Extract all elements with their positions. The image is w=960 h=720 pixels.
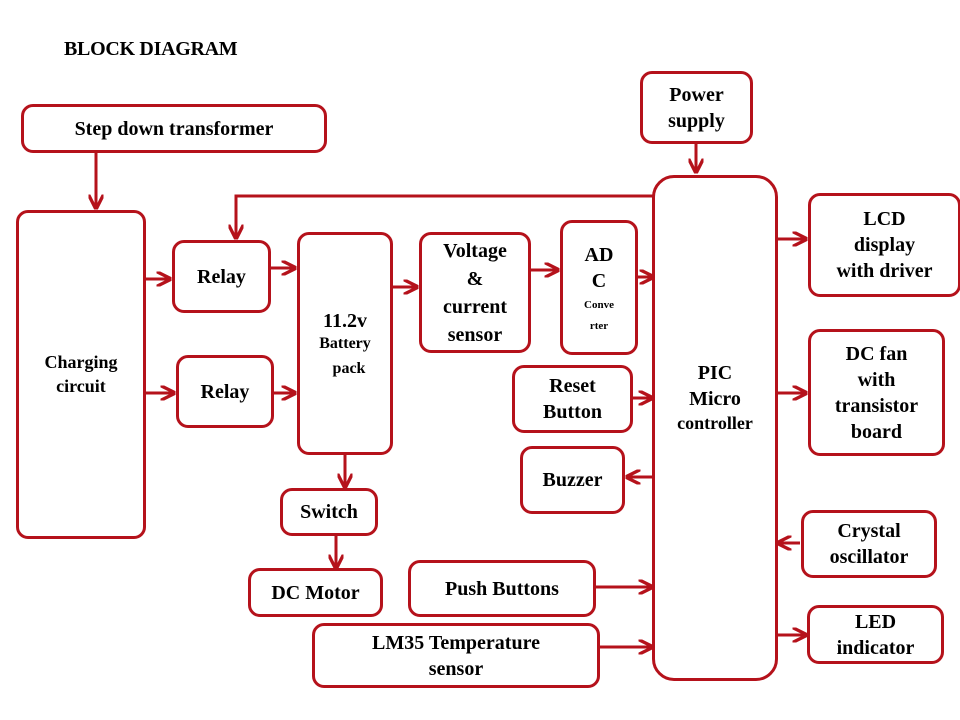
block-dc-motor: DC Motor — [248, 568, 383, 617]
arrow-pic-to-relay-1 — [236, 194, 653, 238]
block-label: Power — [669, 83, 724, 106]
block-label: Buzzer — [542, 469, 603, 491]
block-label: 11.2v — [323, 309, 367, 332]
block-label: current — [442, 295, 508, 318]
block-label: Reset — [549, 375, 596, 397]
block-label: sensor — [447, 323, 503, 346]
block-label: display — [853, 234, 916, 256]
block-label: with driver — [836, 260, 933, 282]
block-label: sensor — [428, 657, 484, 680]
block-label: supply — [668, 109, 725, 132]
block-label: indicator — [836, 636, 915, 659]
block-label: Relay — [200, 380, 250, 403]
block-label: Charging — [44, 352, 118, 373]
block-label: DC fan — [845, 342, 908, 365]
block-label: circuit — [56, 375, 106, 396]
block-power-supply: Power supply — [640, 71, 753, 144]
block-label: Battery — [319, 334, 371, 352]
block-label: controller — [677, 413, 753, 434]
block-reset-button: Reset Button — [512, 365, 633, 433]
block-label: & — [466, 267, 484, 290]
block-label: oscillator — [829, 546, 909, 568]
block-battery-pack: 11.2v Battery pack — [297, 232, 393, 455]
block-lm35-sensor: LM35 Temperature sensor — [312, 623, 600, 688]
block-dc-fan: DC fan with transistor board — [808, 329, 945, 456]
block-label: pack — [332, 359, 366, 377]
block-label: Step down transformer — [74, 117, 274, 140]
block-relay-2: Relay — [176, 355, 274, 428]
block-label: LCD — [863, 208, 906, 230]
block-label: LM35 Temperature — [372, 631, 540, 654]
block-relay-1: Relay — [172, 240, 271, 313]
block-pic-microcontroller: PIC Micro controller — [652, 175, 778, 681]
block-push-buttons: Push Buttons — [408, 560, 596, 617]
block-led-indicator: LED indicator — [807, 605, 944, 664]
block-label: DC Motor — [271, 581, 360, 604]
block-label: AD — [584, 244, 614, 267]
block-label: LED — [854, 610, 897, 633]
block-label: PIC — [697, 362, 733, 385]
block-charging-circuit: Charging circuit — [16, 210, 146, 539]
block-label: transistor — [834, 394, 919, 417]
block-step-down-transformer: Step down transformer — [21, 104, 327, 153]
diagram-title: BLOCK DIAGRAM — [64, 38, 238, 60]
block-switch: Switch — [280, 488, 378, 536]
block-label: with — [857, 368, 896, 391]
block-label: Relay — [197, 265, 246, 288]
block-label: Micro — [689, 388, 741, 411]
block-label: Conve — [584, 299, 614, 312]
block-label: Crystal — [837, 520, 901, 542]
block-crystal-oscillator: Crystal oscillator — [801, 510, 937, 578]
block-label: rter — [589, 319, 609, 332]
block-voltage-current-sensor: Voltage & current sensor — [419, 232, 531, 353]
block-label: Push Buttons — [445, 577, 559, 600]
block-lcd-display: LCD display with driver — [808, 193, 960, 297]
block-label: board — [850, 420, 903, 443]
block-label: C — [591, 270, 607, 293]
block-buzzer: Buzzer — [520, 446, 625, 514]
block-adc-converter: AD C Conve rter — [560, 220, 638, 355]
block-label: Switch — [300, 501, 358, 523]
block-label: Voltage — [443, 239, 507, 262]
block-label: Button — [543, 401, 602, 423]
